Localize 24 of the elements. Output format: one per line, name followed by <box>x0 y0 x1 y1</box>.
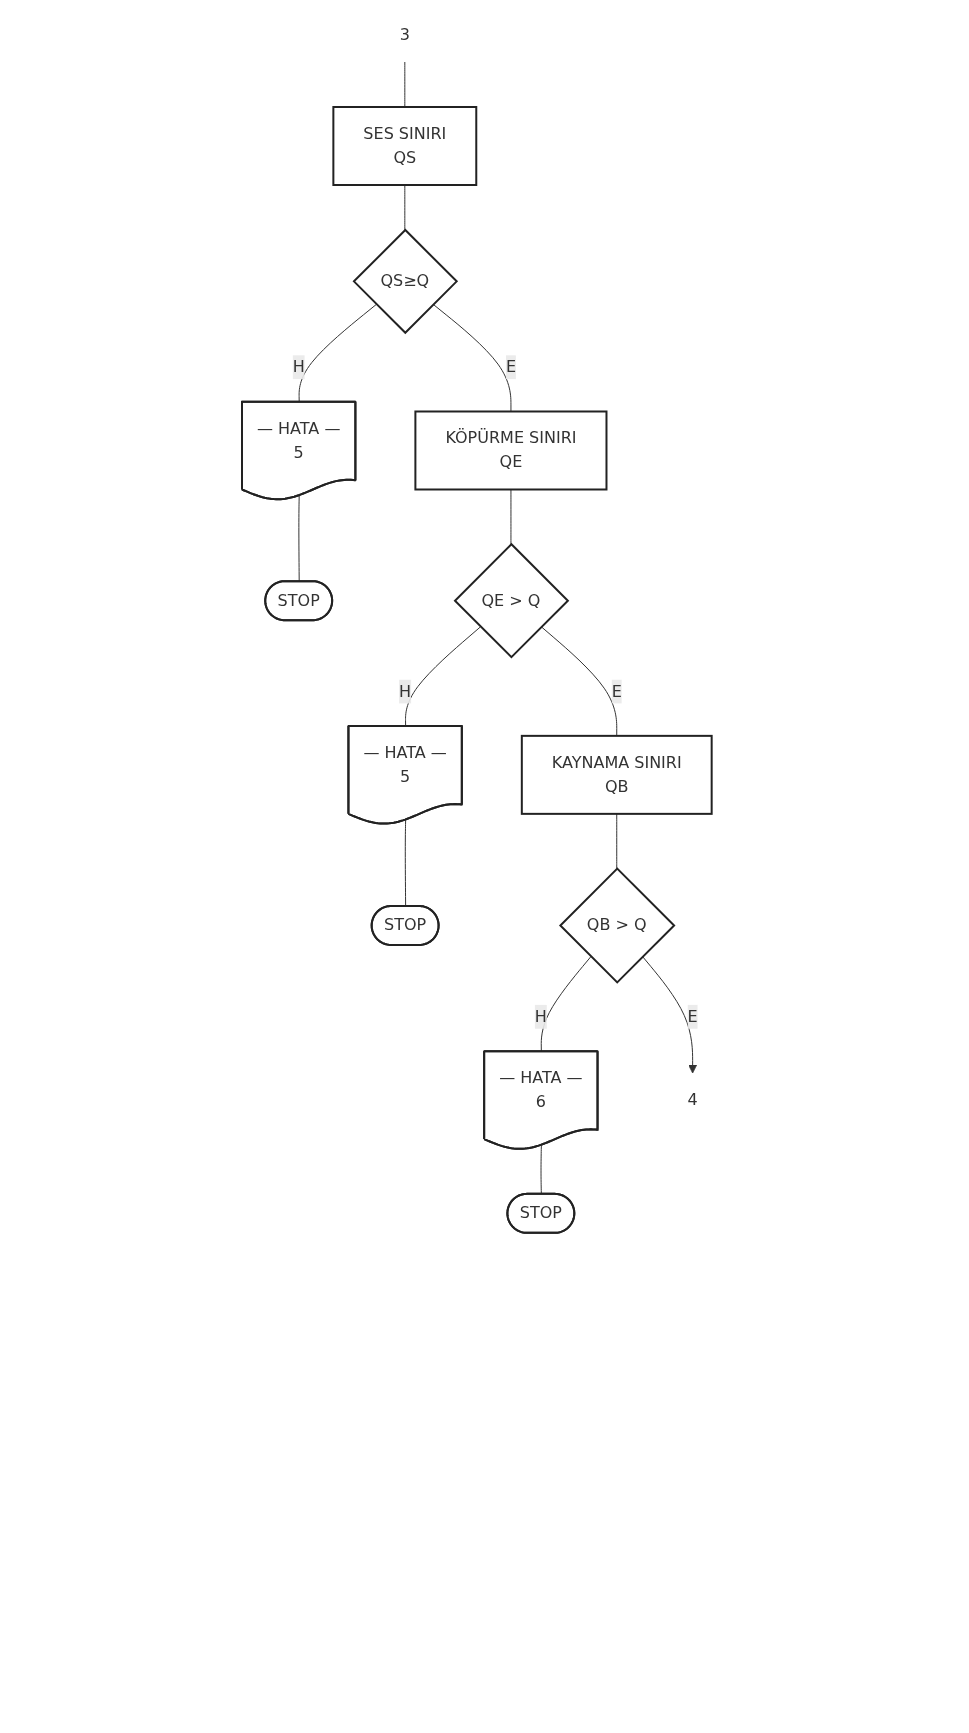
edge-label: H <box>398 681 411 701</box>
node-box: KAYNAMA SINIRI QB <box>520 734 713 815</box>
connector <box>403 61 405 108</box>
connector <box>403 184 405 231</box>
connector <box>404 819 406 907</box>
connector <box>615 813 617 870</box>
connector <box>510 489 512 545</box>
connector <box>540 1144 542 1195</box>
node-box: KÖPÜRME SINIRI QE <box>414 410 608 491</box>
node-box: SES SINIRI QS <box>332 106 477 186</box>
node-text: 4 <box>687 1090 698 1110</box>
arrow <box>641 956 697 1074</box>
node-diamond: QS≥Q <box>352 228 458 335</box>
edge-label: H <box>292 357 305 377</box>
edge-label: E <box>687 1006 698 1026</box>
node-diamond: QE > Q <box>453 542 569 659</box>
node-diamond: QB > Q <box>558 867 676 984</box>
connector <box>298 495 300 583</box>
node-text: 3 <box>399 25 410 44</box>
connector <box>432 303 512 412</box>
edge-label: H <box>534 1006 547 1026</box>
edge-label: E <box>505 357 516 377</box>
connector <box>540 626 617 737</box>
edge-label: E <box>611 681 622 701</box>
